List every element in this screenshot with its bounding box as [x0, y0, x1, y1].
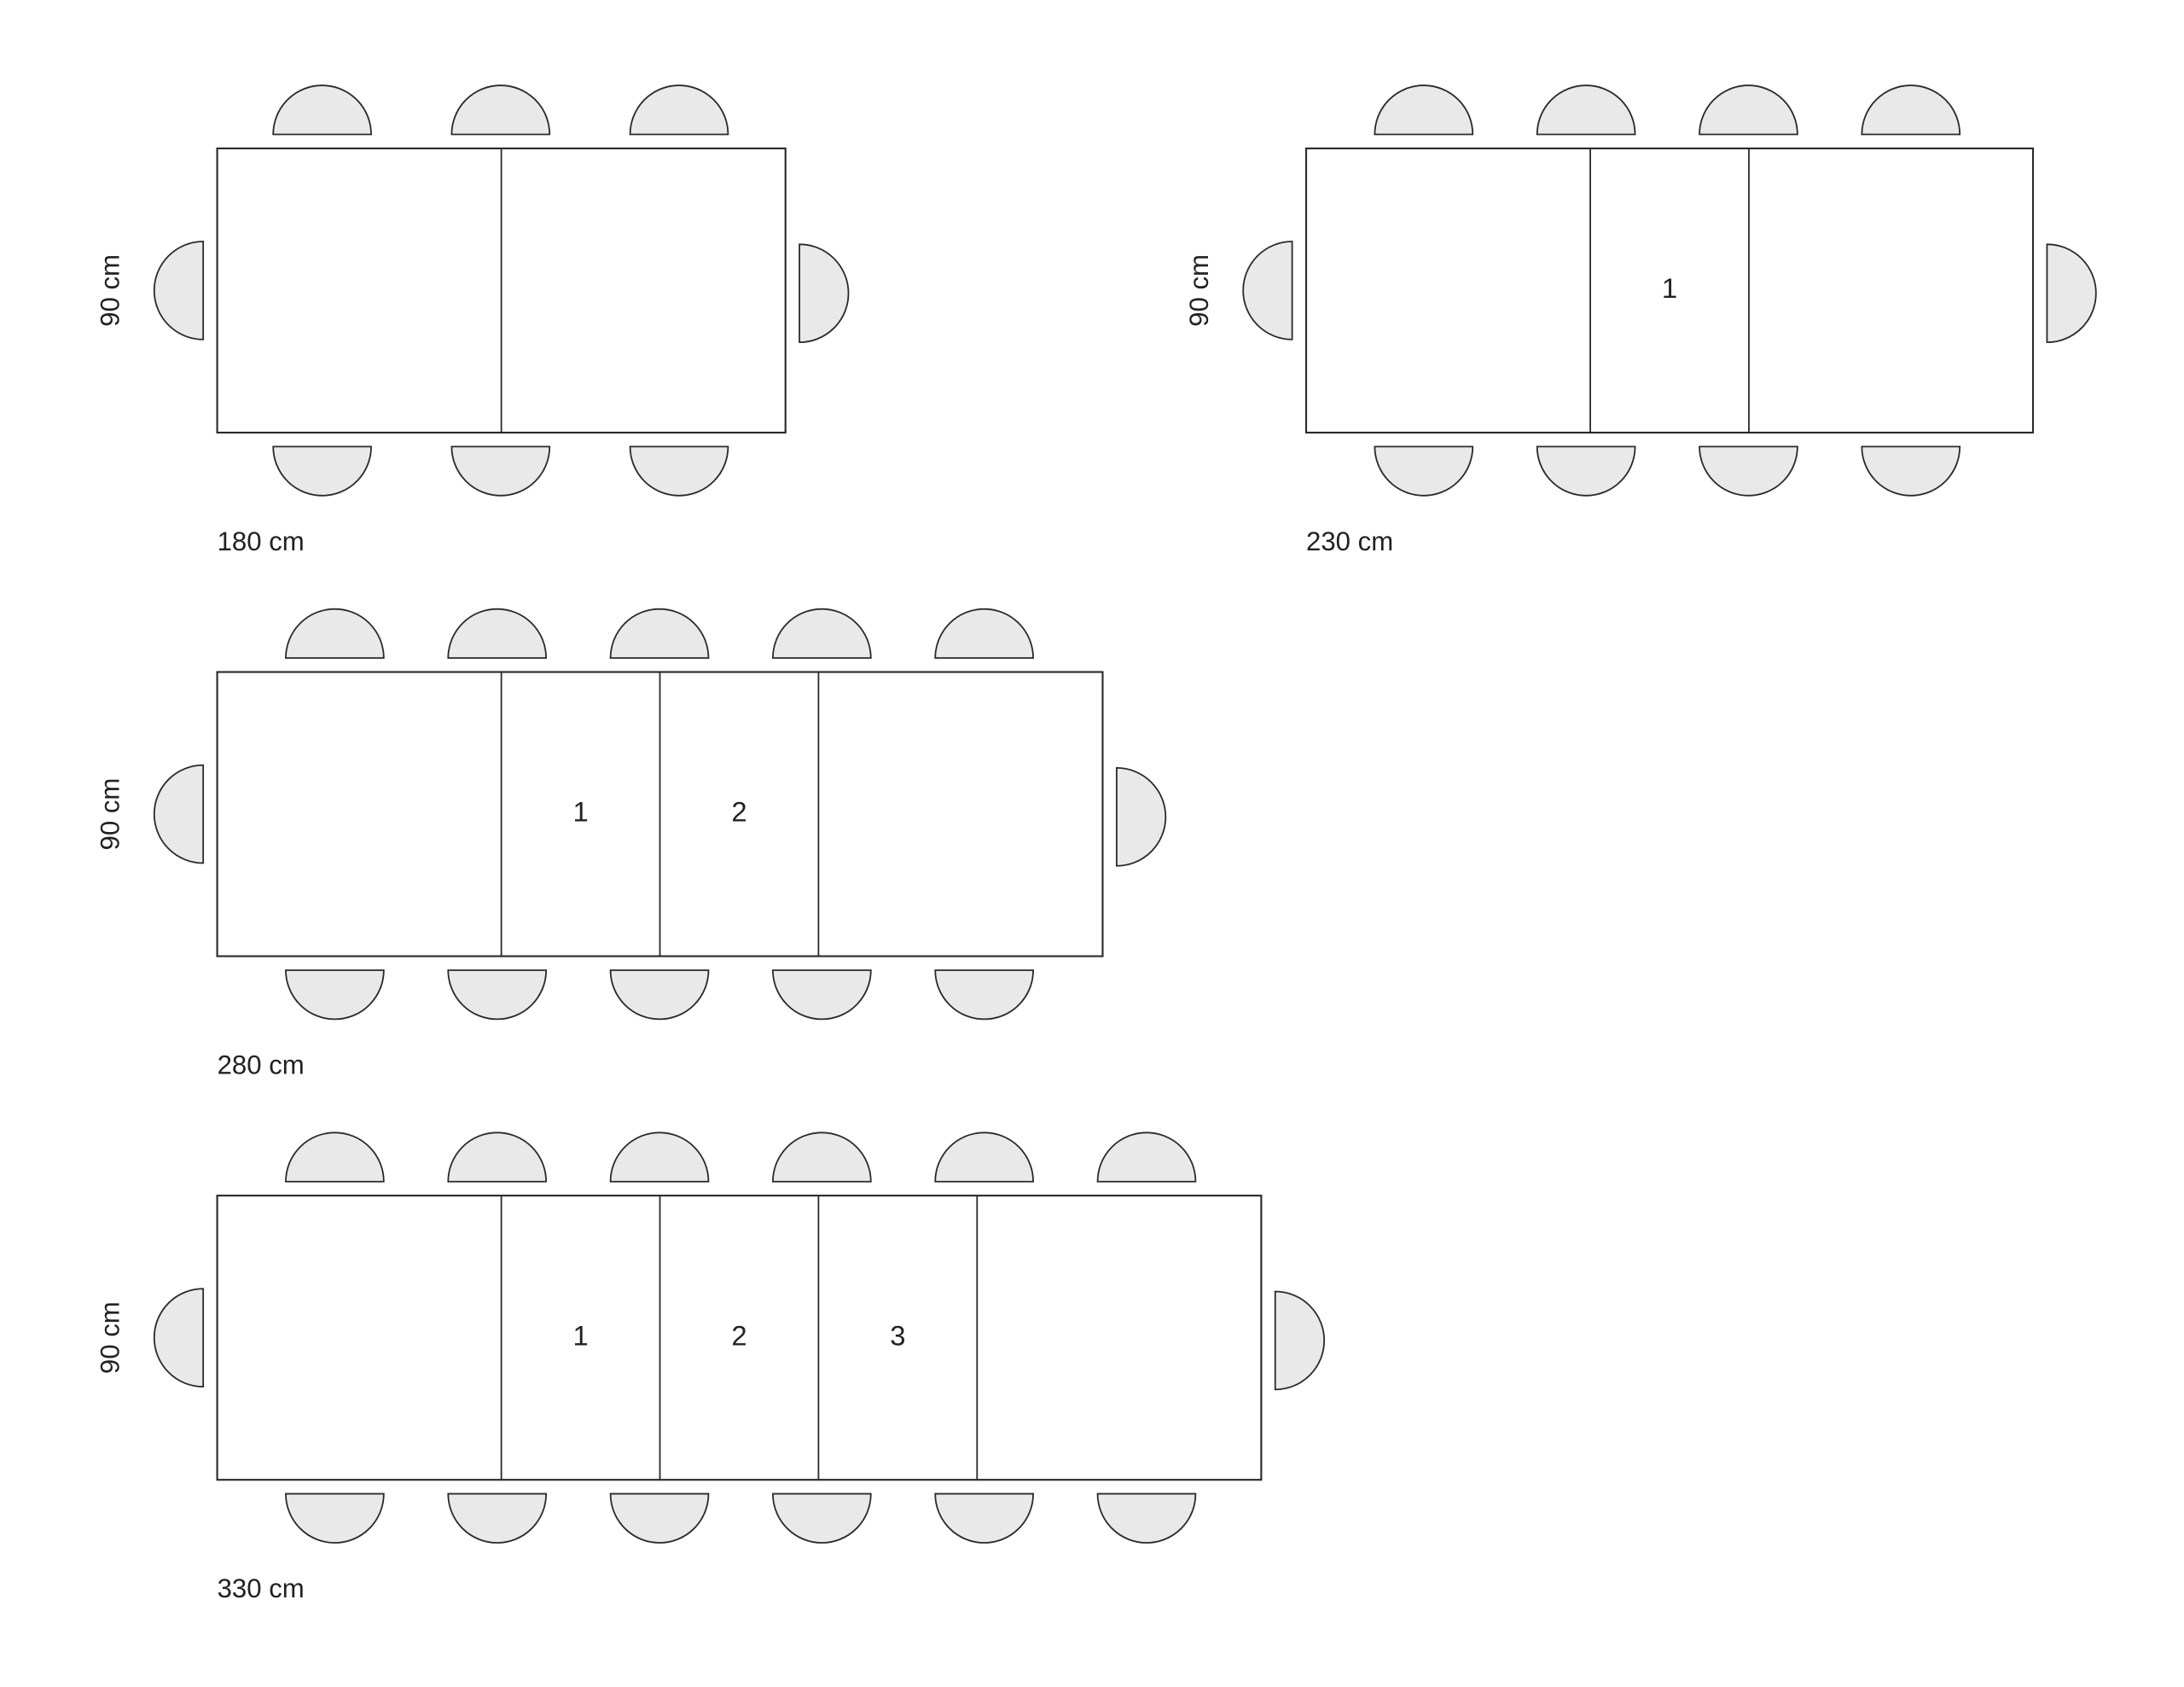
chair-icon — [153, 241, 205, 340]
chair-icon — [1699, 445, 1798, 497]
chair-icon — [1096, 1492, 1197, 1544]
chair-icon — [153, 764, 205, 864]
chair-icon — [450, 84, 551, 136]
chair-icon — [934, 1492, 1034, 1544]
chair-icon — [772, 1492, 872, 1544]
width-label: 90 cm — [96, 254, 125, 327]
chair-icon — [447, 1492, 548, 1544]
chair-icon — [272, 445, 372, 497]
table-top — [216, 1195, 1263, 1481]
chair-icon — [772, 1131, 872, 1183]
leaf-number: 3 — [890, 1319, 905, 1351]
chair-icon — [1274, 1290, 1326, 1391]
chair-icon — [285, 1492, 385, 1544]
chair-icon — [1861, 445, 1961, 497]
table-top — [1304, 147, 2035, 434]
chair-icon — [934, 1131, 1034, 1183]
chair-icon — [1699, 84, 1798, 136]
length-label: 230 cm — [1306, 526, 1393, 556]
chair-icon — [153, 1288, 205, 1387]
chair-icon — [272, 84, 372, 136]
width-label: 90 cm — [1184, 254, 1214, 327]
chair-icon — [1536, 445, 1636, 497]
chair-icon — [772, 969, 872, 1021]
chair-icon — [609, 608, 710, 660]
width-label: 90 cm — [96, 1301, 125, 1374]
table-configuration: 1 2 3 330 cm 90 cm — [96, 1131, 1326, 1603]
chair-icon — [934, 608, 1034, 660]
width-label: 90 cm — [96, 778, 125, 851]
leaf-number: 1 — [572, 1319, 588, 1351]
chair-icon — [447, 1131, 548, 1183]
chair-icon — [799, 243, 850, 344]
chair-icon — [1861, 84, 1961, 136]
chair-icon — [629, 84, 729, 136]
chair-icon — [285, 969, 385, 1021]
length-label: 180 cm — [218, 526, 305, 556]
chair-icon — [450, 445, 551, 497]
chair-icon — [629, 445, 729, 497]
chair-icon — [609, 1492, 710, 1544]
length-label: 280 cm — [218, 1050, 305, 1079]
leaf-number: 2 — [731, 796, 746, 828]
chair-icon — [1242, 241, 1293, 340]
chair-icon — [1096, 1131, 1197, 1183]
chair-icon — [772, 608, 872, 660]
chair-icon — [1536, 84, 1636, 136]
chair-icon — [285, 608, 385, 660]
chair-icon — [1374, 445, 1474, 497]
chair-icon — [2046, 243, 2097, 344]
chair-icon — [609, 1131, 710, 1183]
chair-icon — [447, 969, 548, 1021]
chair-icon — [609, 969, 710, 1021]
leaf-number: 1 — [1662, 272, 1677, 304]
table-configuration: 1 2 280 cm 90 cm — [96, 608, 1167, 1079]
length-label: 330 cm — [218, 1574, 305, 1603]
leaf-number: 1 — [572, 796, 588, 828]
table-configuration: 1 230 cm 90 cm — [1184, 84, 2097, 556]
chair-icon — [1374, 84, 1474, 136]
leaf-number: 2 — [731, 1319, 746, 1351]
chair-icon — [447, 608, 548, 660]
chair-icon — [1115, 767, 1167, 867]
chair-icon — [934, 969, 1034, 1021]
chair-icon — [285, 1131, 385, 1183]
table-configuration: 180 cm 90 cm — [96, 84, 850, 556]
